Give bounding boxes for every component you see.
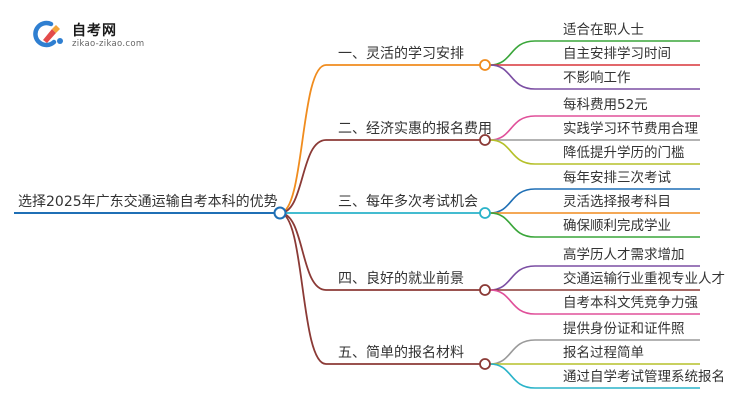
branch-connector: [279, 212, 327, 291]
leaf-item: 每年安排三次考试: [563, 170, 671, 186]
site-logo[interactable]: 自考网 zikao-zikao.com: [30, 18, 170, 52]
logo-title: 自考网: [72, 23, 117, 39]
leaf-connector: [489, 363, 536, 389]
logo-mark-icon: [33, 20, 63, 48]
branch-connector: [279, 212, 327, 365]
branch-label: 五、简单的报名材料: [338, 345, 464, 361]
branch-label: 一、灵活的学习安排: [338, 46, 464, 62]
leaf-item: 交通运输行业重视专业人才: [563, 271, 725, 287]
leaf-item: 确保顺利完成学业: [563, 218, 671, 234]
leaf-connector: [489, 265, 536, 291]
leaf-connector: [489, 64, 536, 90]
branch-node[interactable]: [479, 207, 491, 219]
leaf-item: 每科费用52元: [563, 97, 648, 113]
leaf-item: 实践学习环节费用合理: [563, 121, 698, 137]
branch-node[interactable]: [479, 358, 491, 370]
leaf-connector: [489, 212, 536, 238]
branch-connector: [279, 139, 327, 214]
leaf-item: 灵活选择报考科目: [563, 194, 671, 210]
branch-node[interactable]: [479, 134, 491, 146]
root-topic: 选择2025年广东交通运输自考本科的优势: [18, 194, 278, 210]
leaf-item: 自考本科文凭竞争力强: [563, 295, 698, 311]
leaf-connector: [489, 40, 536, 66]
branch-label: 四、良好的就业前景: [338, 271, 464, 287]
leaf-connector: [489, 339, 536, 365]
leaf-item: 不影响工作: [563, 70, 631, 86]
branch-connector: [279, 64, 327, 214]
root-node[interactable]: [273, 206, 287, 220]
branch-label: 二、经济实惠的报名费用: [338, 121, 492, 137]
leaf-item: 适合在职人士: [563, 22, 644, 38]
leaf-connector: [489, 115, 536, 141]
leaf-item: 报名过程简单: [563, 345, 644, 361]
leaf-item: 通过自学考试管理系统报名: [563, 369, 725, 385]
leaf-item: 高学历人才需求增加: [563, 247, 685, 263]
leaf-item: 降低提升学历的门槛: [563, 145, 685, 161]
leaf-connector: [489, 289, 536, 315]
branch-node[interactable]: [479, 284, 491, 296]
leaf-item: 提供身份证和证件照: [563, 321, 685, 337]
leaf-item: 自主安排学习时间: [563, 46, 671, 62]
logo-url: zikao-zikao.com: [72, 39, 145, 49]
branch-node[interactable]: [479, 59, 491, 71]
branch-label: 三、每年多次考试机会: [338, 194, 478, 210]
leaf-connector: [489, 139, 536, 165]
leaf-connector: [489, 188, 536, 214]
